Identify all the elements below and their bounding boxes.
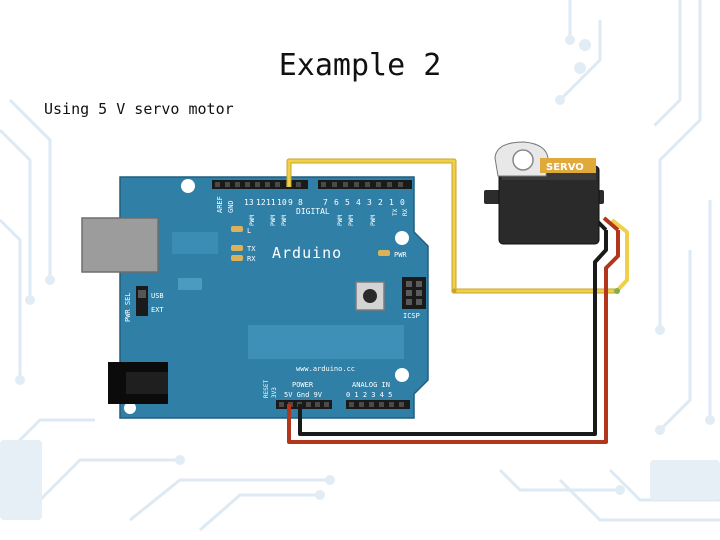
power-header xyxy=(276,400,332,409)
reset-button-cap xyxy=(363,289,377,303)
mounting-hole xyxy=(395,368,409,382)
wire-joint xyxy=(614,288,620,294)
icsp-header xyxy=(402,277,426,309)
website-label: www.arduino.cc xyxy=(296,365,355,373)
digital-pin-13: 13 xyxy=(244,198,254,207)
ground-wire xyxy=(298,230,608,436)
icsp-pins xyxy=(406,281,422,305)
servo-horn-hub xyxy=(512,149,534,171)
led-tx-label: TX xyxy=(247,245,256,253)
servo-motor: SERVO xyxy=(484,141,604,245)
power-jack-inner xyxy=(126,372,168,394)
digital-pin-8: 8 xyxy=(298,198,303,207)
mounting-hole xyxy=(124,402,136,414)
arduino-board: AREF GND 13 12 11 10 9 8 7 6 5 4 3 2 1 0… xyxy=(81,176,429,419)
digital-pin-4: 4 xyxy=(356,198,361,207)
arduino-logo: Arduino xyxy=(272,244,342,262)
led-rx xyxy=(231,255,243,261)
digital-pin-9: 9 xyxy=(288,198,293,207)
power-header-label: POWER xyxy=(292,381,314,389)
usb-power-label: USB xyxy=(151,292,164,300)
servo-power-lead xyxy=(602,216,620,232)
wires xyxy=(286,158,629,444)
led-l xyxy=(231,226,243,232)
digital-pin-11: 11 xyxy=(266,198,276,207)
pwm-label-6: PWM xyxy=(337,215,344,226)
board-silkscreen: AREF GND 13 12 11 10 9 8 7 6 5 4 3 2 1 0… xyxy=(124,196,420,399)
microcontroller-chip xyxy=(248,325,404,359)
digital-pin-6: 6 xyxy=(334,198,339,207)
digital-header-label: DIGITAL xyxy=(296,207,330,216)
smd-component xyxy=(178,278,202,290)
wire-joint xyxy=(451,288,457,294)
circuit-blocks xyxy=(0,440,720,520)
led-rx-label: RX xyxy=(247,255,256,263)
pwm-label-11: PWM xyxy=(249,215,256,226)
slide-title: Example 2 xyxy=(278,48,442,83)
pwm-label-5: PWM xyxy=(348,215,355,226)
servo-label-strip xyxy=(540,158,596,173)
circuit-traces-right xyxy=(498,0,720,522)
gnd-label: GND xyxy=(227,200,235,213)
reset-pin-label: RESET xyxy=(263,380,270,398)
3v3-pin-label: 3V3 xyxy=(271,387,278,398)
usb-connector xyxy=(81,217,159,273)
led-l-label: L xyxy=(247,227,251,235)
digital-pin-2: 2 xyxy=(378,198,383,207)
led-tx xyxy=(231,245,243,251)
jumper-pin xyxy=(138,290,146,298)
power-wire-5v xyxy=(287,230,620,444)
status-leds xyxy=(231,226,390,261)
circuit-traces-left xyxy=(0,98,330,532)
mounting-hole xyxy=(395,231,409,245)
digital-pin-1: 1 xyxy=(389,198,394,207)
slide-subtitle: Using 5 V servo motor xyxy=(44,100,234,118)
pwr-led-label: PWR xyxy=(394,251,407,259)
header-pin-holes xyxy=(215,182,403,187)
tx-header-label: TX xyxy=(392,208,399,216)
ext-power-label: EXT xyxy=(151,306,164,314)
regulator-block xyxy=(172,232,218,254)
power-pins-label: 5V Gnd 9V xyxy=(284,391,323,399)
pwm-label-10: PWM xyxy=(270,215,277,226)
analog-pins-label: 0 1 2 3 4 5 xyxy=(346,391,392,399)
aref-label: AREF xyxy=(216,196,224,213)
analog-header-label: ANALOG IN xyxy=(352,381,390,389)
digital-pin-3: 3 xyxy=(367,198,372,207)
signal-wire xyxy=(287,159,617,293)
digital-pin-10: 10 xyxy=(277,198,287,207)
servo-label: SERVO xyxy=(546,162,584,173)
digital-pin-7: 7 xyxy=(323,198,328,207)
digital-pin-5: 5 xyxy=(345,198,350,207)
digital-pin-12: 12 xyxy=(256,198,266,207)
led-pwr xyxy=(378,250,390,256)
analog-header xyxy=(346,400,410,409)
mounting-hole xyxy=(181,179,195,193)
servo-signal-lead xyxy=(610,218,629,293)
digital-pin-0: 0 xyxy=(400,198,405,207)
pwm-label-3: PWM xyxy=(370,215,377,226)
icsp-label: ICSP xyxy=(403,312,420,320)
rx-header-label: RX xyxy=(402,208,409,216)
pwm-label-9: PWM xyxy=(281,215,288,226)
power-select-label: PWR SEL xyxy=(124,292,132,322)
